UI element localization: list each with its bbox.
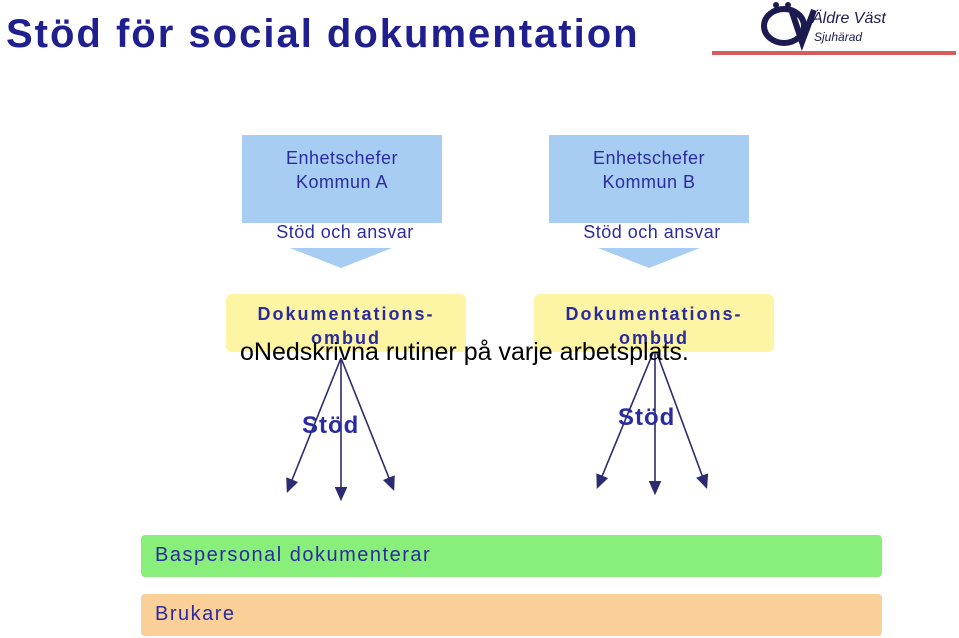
- ombud-box-a: [226, 294, 466, 352]
- ombud-box-b: [534, 294, 774, 352]
- unit-box-a: [242, 135, 442, 223]
- logo-subtitle: Sjuhärad: [814, 30, 863, 44]
- unit-b-line2: Kommun B: [602, 172, 696, 192]
- unit-b-support: Stöd och ansvar: [583, 222, 721, 242]
- unit-a-line1: Enhetschefer: [285, 148, 399, 168]
- stod-label-left: Stöd: [302, 412, 360, 439]
- routine-note: oNedskrivna rutiner på varje arbetsplats…: [240, 338, 689, 366]
- down-arrow-b: [598, 248, 700, 268]
- unit-box-b: [549, 135, 749, 223]
- stod-arrow-left-1: [286, 357, 342, 493]
- logo-divider: [712, 51, 956, 55]
- ombud-b-line1: Dokumentations-: [565, 304, 743, 324]
- stod-arrow-right-3: [654, 347, 709, 490]
- client-band: [141, 594, 882, 636]
- unit-b-label: Enhetschefer Kommun B: [539, 146, 759, 194]
- staff-band-label: Baspersonal dokumenterar: [155, 544, 432, 566]
- logo-name: Äldre Väst: [812, 10, 886, 27]
- ombud-b-line2: ombud: [619, 328, 689, 348]
- unit-a-label: Enhetschefer Kommun A: [232, 146, 452, 194]
- unit-a-support: Stöd och ansvar: [276, 222, 414, 242]
- down-arrow-a: [290, 248, 392, 268]
- stod-label-right: Stöd: [618, 404, 676, 431]
- ombud-a-line1: Dokumentations-: [257, 304, 435, 324]
- unit-a-line2: Kommun A: [295, 172, 389, 192]
- stod-arrow-left-3: [340, 357, 395, 491]
- ombud-a-label: Dokumentations- ombud: [216, 302, 476, 350]
- logo-mark-icon: [761, 2, 817, 51]
- ombud-a-line2: ombud: [311, 328, 381, 348]
- unit-b-line1: Enhetschefer: [592, 148, 706, 168]
- ombud-b-label: Dokumentations- ombud: [524, 302, 784, 350]
- staff-band: [141, 535, 882, 577]
- page-title: Stöd för social dokumentation: [6, 12, 640, 56]
- client-band-label: Brukare: [155, 603, 236, 625]
- stod-arrow-right-1: [596, 347, 656, 489]
